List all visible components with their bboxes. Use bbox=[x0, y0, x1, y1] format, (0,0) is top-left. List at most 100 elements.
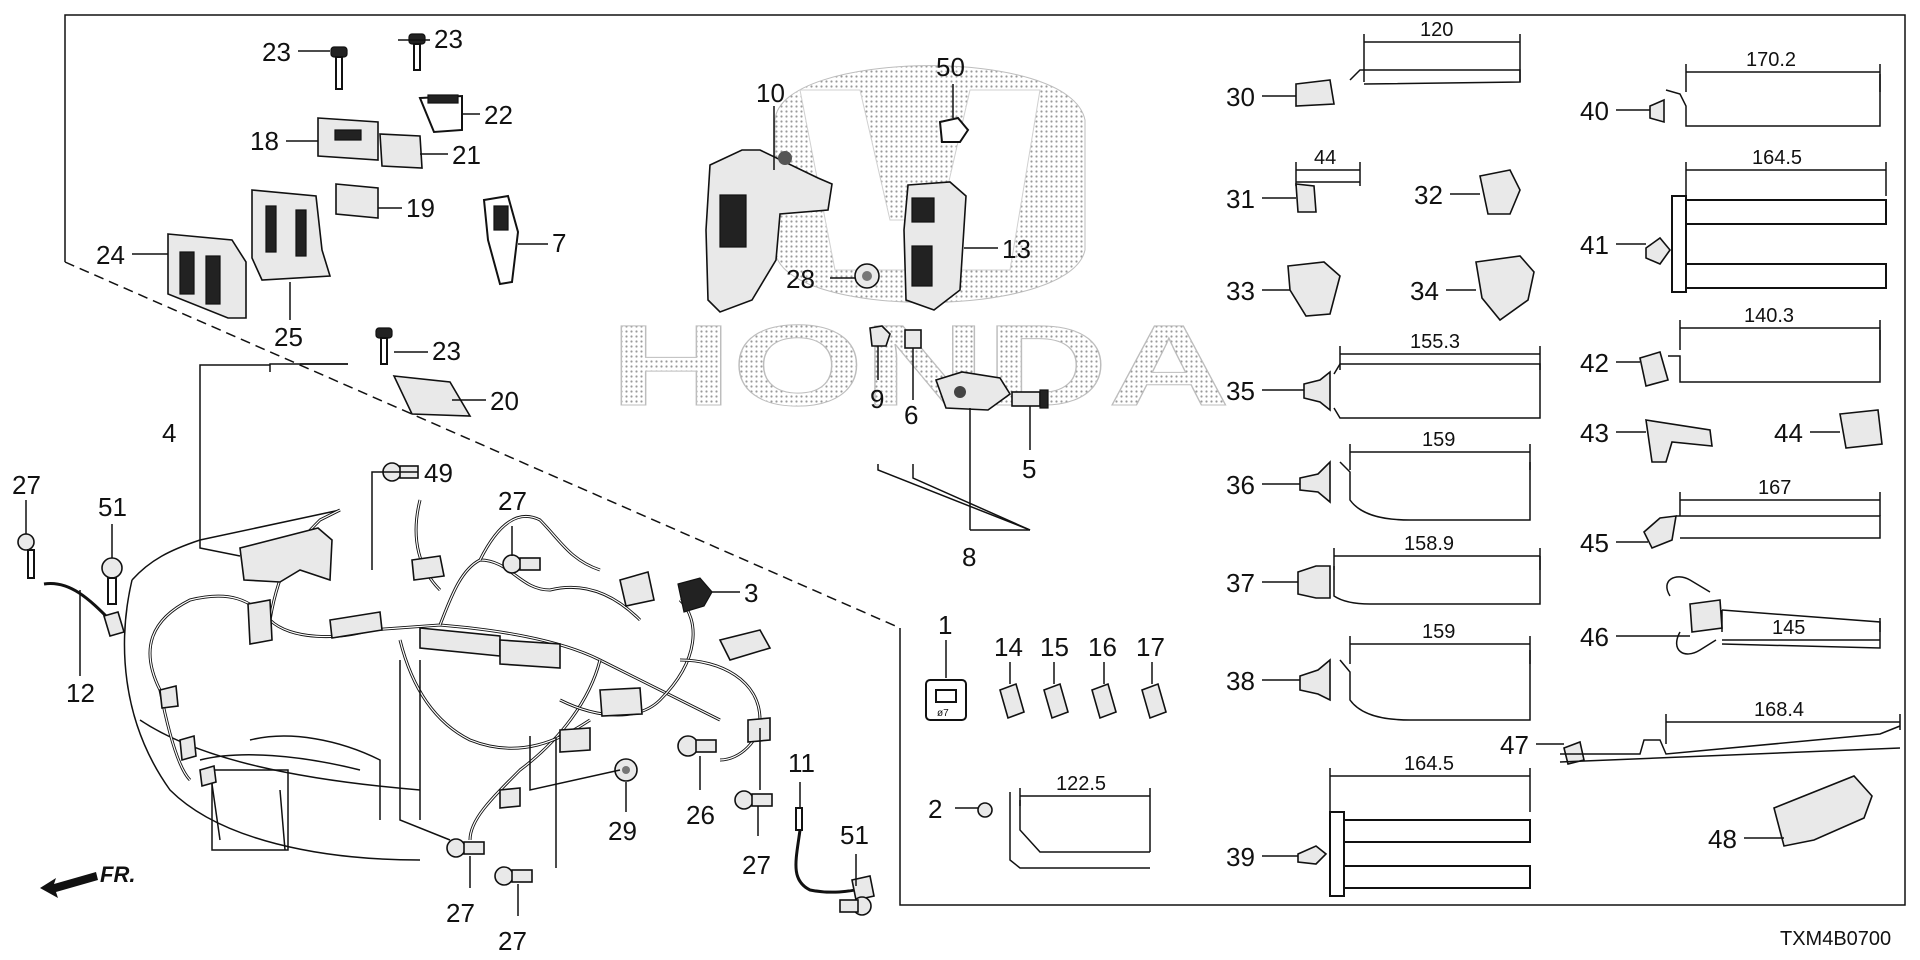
part-39-cable-tie bbox=[1297, 811, 1531, 897]
part-15-clip bbox=[1043, 682, 1069, 720]
part-24-fuse-box bbox=[167, 233, 247, 319]
part-47-tie-clip bbox=[1559, 725, 1901, 765]
part-50-nut bbox=[938, 116, 970, 143]
part-20-plate bbox=[392, 375, 472, 417]
callout-23c: 23 bbox=[432, 336, 461, 366]
part-45-tie-clip bbox=[1643, 515, 1881, 550]
dim-label-36: 159 bbox=[1422, 429, 1455, 451]
callout-22: 22 bbox=[484, 100, 513, 130]
part-48-clip bbox=[1773, 775, 1873, 847]
dim-label-2: 122.5 bbox=[1056, 773, 1106, 795]
callout-9: 9 bbox=[870, 384, 884, 414]
callout-51b: 51 bbox=[840, 820, 869, 850]
callout-40: 40 bbox=[1580, 96, 1609, 126]
part-9-nut bbox=[869, 325, 891, 347]
callout-15: 15 bbox=[1040, 632, 1069, 662]
part-38-tie-clip bbox=[1299, 650, 1531, 721]
part-23-bolt-c bbox=[375, 327, 393, 365]
callout-13: 13 bbox=[1002, 234, 1031, 264]
callout-41: 41 bbox=[1580, 230, 1609, 260]
watermark-text: HONDA bbox=[610, 302, 1230, 430]
dim-label-31: 44 bbox=[1314, 147, 1336, 169]
callout-21: 21 bbox=[452, 140, 481, 170]
callout-47: 47 bbox=[1500, 730, 1529, 760]
part-31-clip bbox=[1295, 181, 1360, 213]
dim-label-37: 158.9 bbox=[1404, 533, 1454, 555]
dim-label-45: 167 bbox=[1758, 477, 1791, 499]
front-direction-arrow: FR. bbox=[40, 862, 135, 898]
callout-1: 1 bbox=[938, 610, 952, 640]
callout-27c: 27 bbox=[742, 850, 771, 880]
callout-11: 11 bbox=[788, 748, 815, 778]
callout-38: 38 bbox=[1226, 666, 1255, 696]
part-6-clip bbox=[904, 329, 922, 349]
part-27-bolt-c bbox=[446, 838, 485, 858]
part-42-clip bbox=[1639, 330, 1881, 387]
front-direction-label: FR. bbox=[100, 862, 135, 887]
dim-label-42: 140.3 bbox=[1744, 305, 1794, 327]
callout-27a: 27 bbox=[12, 470, 41, 500]
part-18-fuse bbox=[317, 117, 379, 161]
callout-6: 6 bbox=[904, 400, 918, 430]
part-41-cable-tie bbox=[1645, 195, 1887, 293]
callout-14: 14 bbox=[994, 632, 1023, 662]
part-35-tie-clip bbox=[1303, 363, 1541, 419]
callout-36: 36 bbox=[1226, 470, 1255, 500]
callout-24: 24 bbox=[96, 240, 125, 270]
part-29-nut bbox=[614, 758, 638, 782]
callout-7: 7 bbox=[552, 228, 566, 258]
callout-19: 19 bbox=[406, 193, 435, 223]
dimension-labels: 120 44 155.3 159 158.9 159 164.5 170.2 1… bbox=[1056, 19, 1805, 795]
diagram-code: TXM4B0700 bbox=[1780, 928, 1891, 950]
callout-27b: 27 bbox=[498, 486, 527, 516]
part-27-bolt-d bbox=[494, 866, 533, 886]
dim-label-46: 145 bbox=[1772, 617, 1805, 639]
callout-50: 50 bbox=[936, 52, 965, 82]
dimension-lines bbox=[1019, 34, 1901, 852]
part-51-bolt-b bbox=[839, 896, 872, 916]
callout-4: 4 bbox=[162, 418, 176, 448]
callout-8: 8 bbox=[962, 542, 976, 572]
callout-44: 44 bbox=[1774, 418, 1803, 448]
hole-size-label: ø7 bbox=[937, 708, 949, 719]
part-36-tie-clip bbox=[1299, 460, 1531, 521]
part-21-fuse bbox=[379, 133, 423, 169]
callout-12: 12 bbox=[66, 678, 95, 708]
callout-16: 16 bbox=[1088, 632, 1117, 662]
dim-label-41: 164.5 bbox=[1752, 147, 1802, 169]
part-14-clip bbox=[999, 682, 1025, 720]
callout-30: 30 bbox=[1226, 82, 1255, 112]
part-27-bolt-b bbox=[734, 790, 773, 810]
callout-2: 2 bbox=[928, 794, 942, 824]
callout-23b: 23 bbox=[434, 24, 463, 54]
dim-label-39: 164.5 bbox=[1404, 753, 1454, 775]
part-11-ground-cable bbox=[794, 807, 875, 901]
part-19-fuse bbox=[335, 183, 379, 219]
part-44-clip bbox=[1839, 409, 1883, 449]
callout-5: 5 bbox=[1022, 454, 1036, 484]
callout-29: 29 bbox=[608, 816, 637, 846]
part-51-bolt-a bbox=[101, 557, 123, 605]
dim-label-30: 120 bbox=[1420, 19, 1453, 41]
callout-45: 45 bbox=[1580, 528, 1609, 558]
callout-33: 33 bbox=[1226, 276, 1255, 306]
dim-label-35: 155.3 bbox=[1410, 331, 1460, 353]
callout-17: 17 bbox=[1136, 632, 1165, 662]
part-17-clip bbox=[1141, 682, 1167, 720]
part-27-bolt-a bbox=[502, 554, 541, 574]
part-33-clip bbox=[1287, 261, 1341, 317]
callout-26: 26 bbox=[686, 800, 715, 830]
part-8-bracket bbox=[934, 371, 1012, 411]
callout-28: 28 bbox=[786, 264, 815, 294]
part-3-connector bbox=[677, 577, 713, 613]
part-46-clip bbox=[1666, 576, 1881, 655]
callout-20: 20 bbox=[490, 386, 519, 416]
callout-32: 32 bbox=[1414, 180, 1443, 210]
part-16-clip bbox=[1091, 682, 1117, 720]
leader-lines bbox=[25, 39, 1840, 916]
part-28-nut bbox=[854, 263, 880, 289]
callout-35: 35 bbox=[1226, 376, 1255, 406]
callout-42: 42 bbox=[1580, 348, 1609, 378]
part-7-connector bbox=[482, 194, 520, 286]
